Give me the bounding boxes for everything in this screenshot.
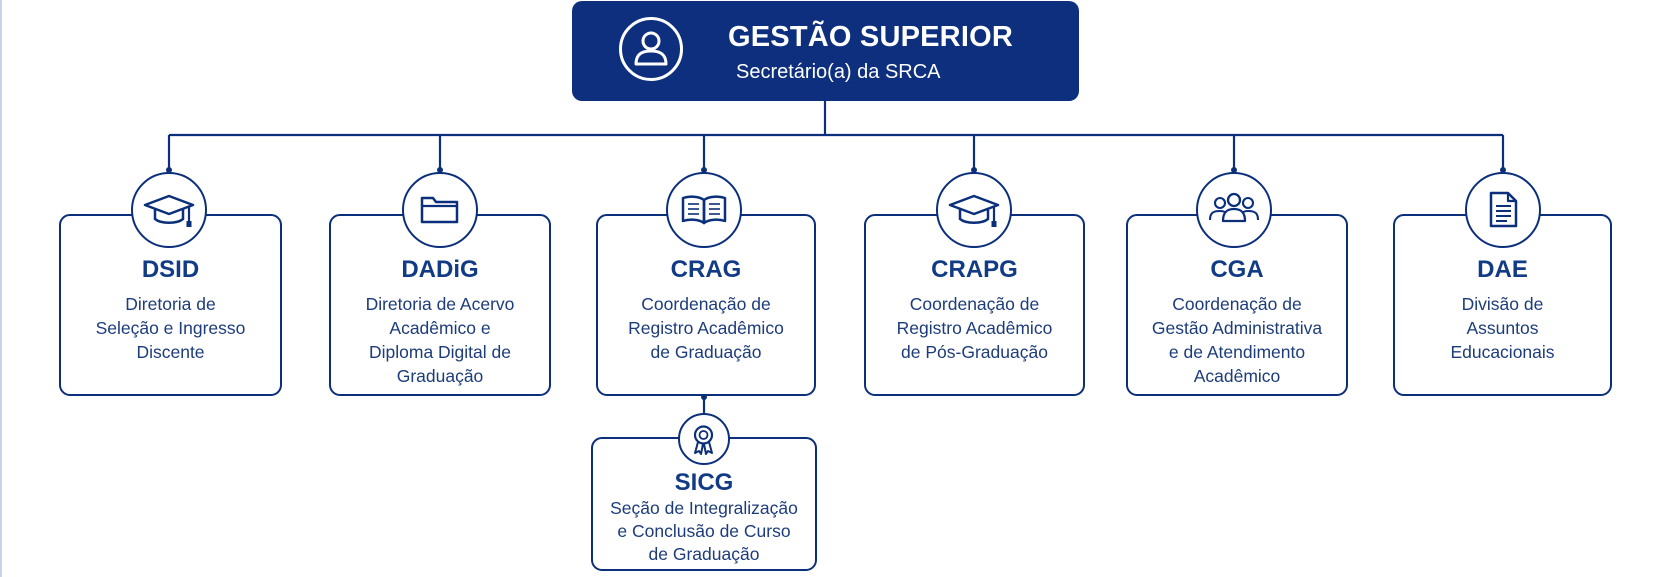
connector-dot-dadig [437, 167, 443, 173]
top-management-title: GESTÃO SUPERIOR [728, 21, 1013, 53]
folder-icon [402, 172, 478, 248]
connector-dot-crag [701, 167, 707, 173]
unit-abbr: DAE [1477, 256, 1528, 283]
unit-abbr: SICG [674, 469, 734, 496]
top-management-box: GESTÃO SUPERIOR Secretário(a) da SRCA [572, 1, 1079, 101]
unit-abbr: DADiG [401, 256, 479, 283]
graduation-cap-icon [131, 172, 207, 248]
connector-dot-cga [1231, 167, 1237, 173]
connector-dot-dsid [166, 167, 172, 173]
award-badge-icon [678, 413, 730, 465]
unit-abbr: CRAG [670, 256, 742, 283]
connector-dot-dae [1500, 167, 1506, 173]
unit-abbr: CGA [1210, 256, 1264, 283]
book-icon [666, 172, 742, 248]
graduation-cap-icon [936, 172, 1012, 248]
user-icon [619, 17, 683, 81]
top-management-subtitle: Secretário(a) da SRCA [736, 61, 941, 83]
left-edge-rule [0, 0, 2, 577]
connector-dot-crapg [971, 167, 977, 173]
unit-abbr: CRAPG [931, 256, 1018, 283]
team-icon [1196, 172, 1272, 248]
unit-abbr: DSID [141, 256, 200, 283]
document-icon [1465, 172, 1541, 248]
